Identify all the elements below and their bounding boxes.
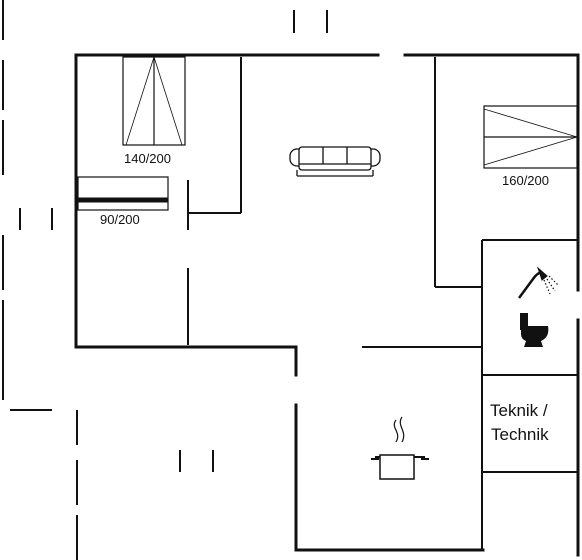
bed-double-left-label: 140/200 [124,151,171,166]
outer-boundary-dashes [2,0,328,560]
utility-room-label-line1: Teknik / [490,401,548,420]
bed-double-right [483,105,578,169]
bed-single-label: 90/200 [100,212,140,227]
shower-icon [517,266,559,299]
bed-single [77,176,169,211]
cooking-pot-icon [371,416,429,480]
utility-room-label-line2: Technik [491,425,549,444]
toilet-icon [520,313,549,347]
sofa-icon [289,146,381,177]
exterior-walls [74,53,580,557]
bed-double-right-label: 160/200 [502,173,549,188]
interior-walls [187,57,578,550]
bed-double-left [122,56,186,146]
